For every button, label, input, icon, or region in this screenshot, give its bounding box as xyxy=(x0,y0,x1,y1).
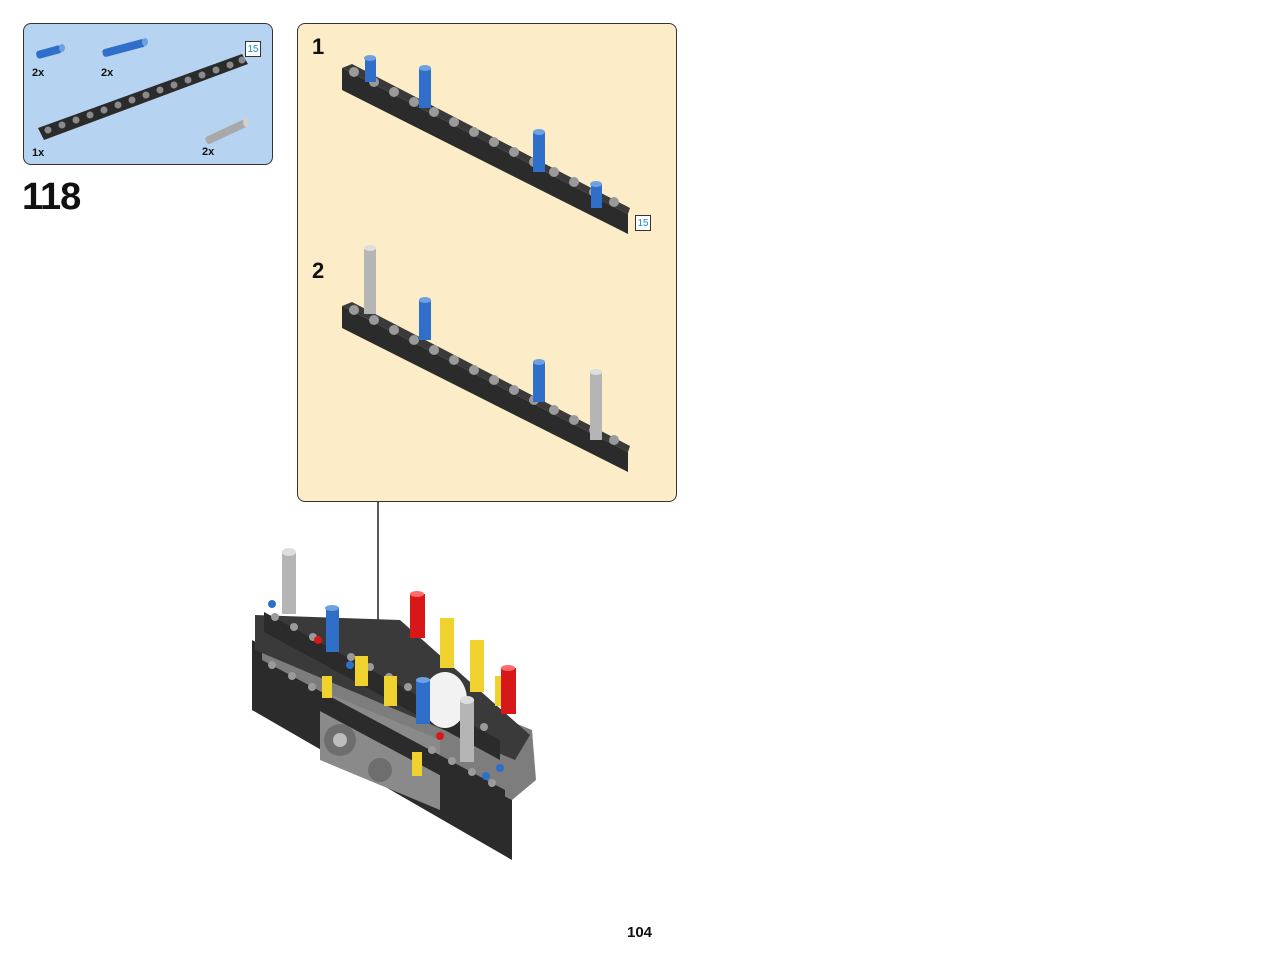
page-number: 104 xyxy=(627,924,653,941)
gray-pin-icon xyxy=(590,369,602,440)
parts-list-callout: 2x 2x 1x 2x 15 xyxy=(23,23,273,165)
sub-step-number: 1 xyxy=(312,34,325,59)
blue-pin-icon xyxy=(364,55,376,82)
sub-step-number: 2 xyxy=(312,258,325,283)
main-assembly xyxy=(252,548,536,860)
blue-axle-pin-icon xyxy=(36,44,65,59)
yellow-axle-icon xyxy=(355,618,508,706)
blue-pin-icon xyxy=(533,129,545,172)
beam-with-blue-pins xyxy=(342,55,630,234)
beam-length-tag: 15 xyxy=(245,41,261,57)
red-pin-icon xyxy=(410,591,516,714)
beam-with-blue-and-gray-pins xyxy=(342,245,630,472)
blue-pin-icon xyxy=(416,677,430,724)
step-number: 118 xyxy=(22,176,81,218)
qty-label: 1x xyxy=(32,147,45,159)
blue-pin-icon xyxy=(590,181,602,208)
subassembly-illustration xyxy=(342,55,630,472)
qty-label: 2x xyxy=(32,67,45,79)
parts-illustration xyxy=(36,38,249,144)
blue-pin-icon xyxy=(419,65,431,108)
blue-long-pin-icon xyxy=(102,38,148,57)
blue-pin-icon xyxy=(325,605,339,652)
qty-label: 2x xyxy=(101,67,114,79)
beam-length-tag: 15 xyxy=(635,215,651,231)
blue-pin-icon xyxy=(533,359,545,402)
black-beam-icon xyxy=(38,54,248,140)
gray-pin-icon xyxy=(460,696,474,762)
blue-pin-icon xyxy=(419,297,431,340)
gray-pin-icon xyxy=(205,117,249,144)
subassembly-callout: 1 2 15 xyxy=(297,23,677,502)
down-arrow-icon xyxy=(371,650,385,672)
gray-pin-icon xyxy=(282,548,296,614)
gray-pin-icon xyxy=(364,245,376,314)
qty-label: 2x xyxy=(202,146,215,158)
